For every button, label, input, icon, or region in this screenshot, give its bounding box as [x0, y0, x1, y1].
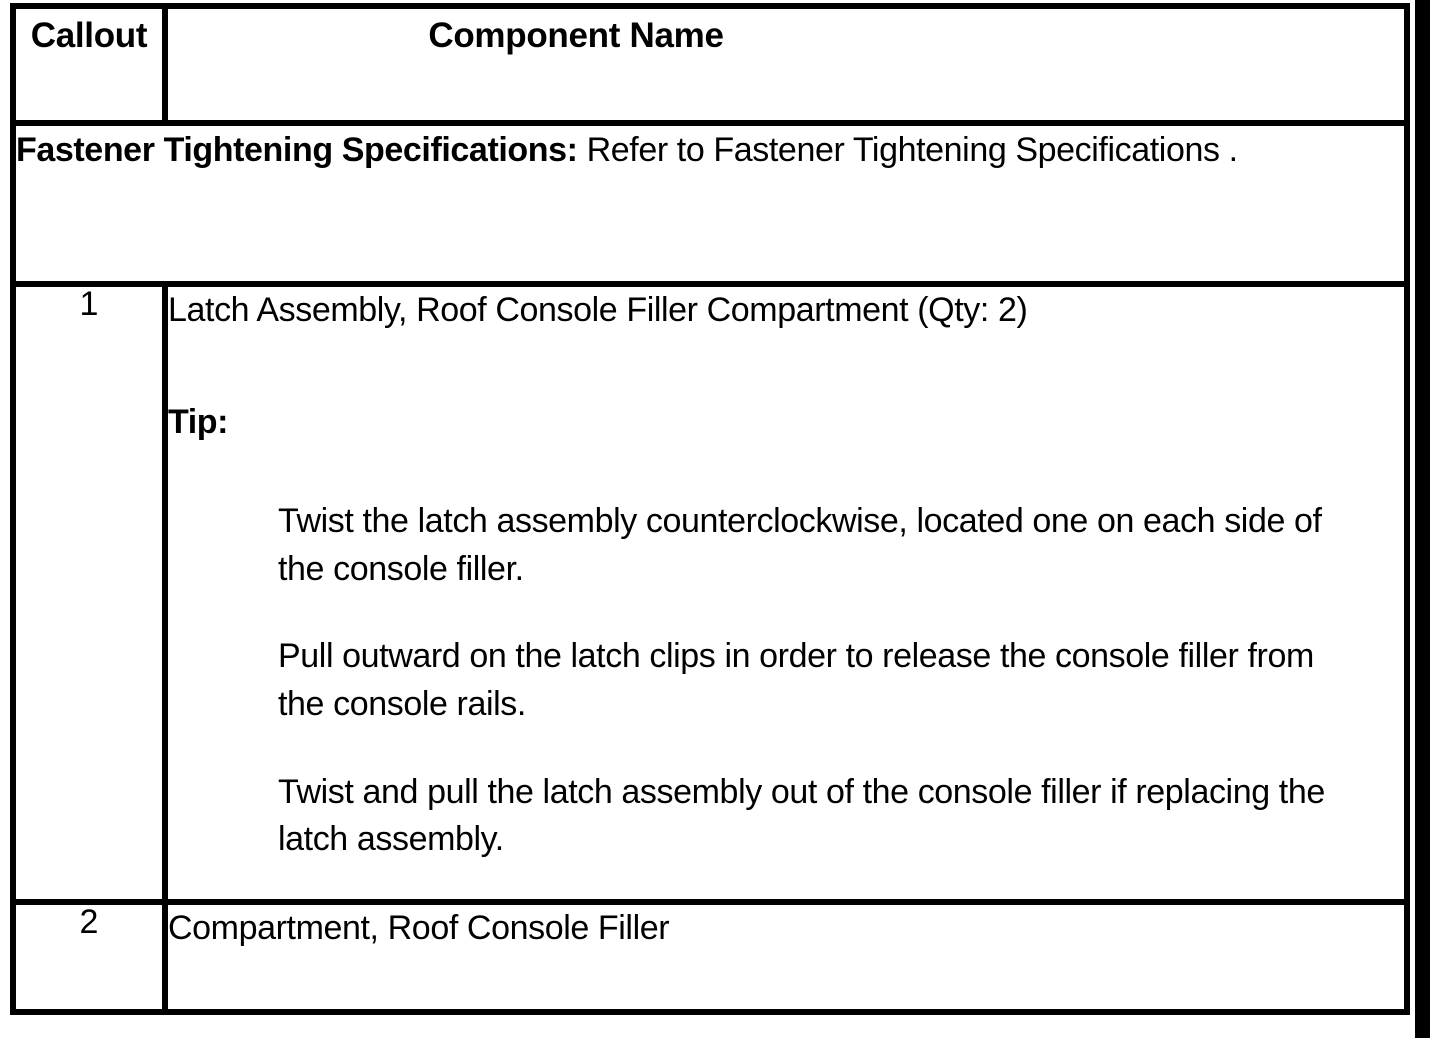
- component-callout-table: Callout Component Name Fastener Tighteni…: [10, 3, 1410, 1015]
- callout-number-cell-1: 1: [10, 281, 168, 905]
- component-title: Latch Assembly, Roof Console Filler Comp…: [168, 291, 1028, 329]
- header-cell-component-name: Component Name: [162, 3, 1410, 126]
- header-label-callout: Callout: [30, 16, 148, 55]
- component-title: Compartment, Roof Console Filler: [168, 909, 670, 947]
- callout-number-cell-2: 2: [10, 899, 168, 1015]
- component-detail-cell-2: Compartment, Roof Console Filler: [162, 899, 1410, 1015]
- fastener-note-text: Refer to Fastener Tightening Specificati…: [577, 131, 1238, 169]
- callout-number: 2: [79, 903, 99, 941]
- tip-label: Tip:: [168, 402, 229, 441]
- fastener-tightening-note-cell: Fastener Tightening Specifications: Refe…: [10, 120, 1410, 287]
- header-label-component-name: Component Name: [428, 16, 724, 55]
- table-row: 1 Latch Assembly, Roof Console Filler Co…: [10, 281, 1410, 905]
- page-edge-artifact: [1415, 0, 1430, 1038]
- header-cell-callout: Callout: [10, 3, 168, 126]
- callout-number: 1: [79, 285, 99, 323]
- table-header-row: Callout Component Name: [10, 3, 1410, 126]
- table-row-fastener-note: Fastener Tightening Specifications: Refe…: [10, 120, 1410, 287]
- list-item: Twist and pull the latch assembly out of…: [278, 772, 1325, 859]
- fastener-note-label: Fastener Tightening Specifications:: [16, 131, 578, 169]
- list-item: Pull outward on the latch clips in order…: [278, 637, 1314, 723]
- component-detail-cell-1: Latch Assembly, Roof Console Filler Comp…: [162, 281, 1410, 905]
- tip-list: Twist the latch assembly counterclockwis…: [168, 498, 1404, 864]
- parts-table-container: Callout Component Name Fastener Tighteni…: [10, 3, 1410, 1015]
- table-row: 2 Compartment, Roof Console Filler: [10, 899, 1410, 1015]
- list-item: Twist the latch assembly counterclockwis…: [278, 502, 1322, 588]
